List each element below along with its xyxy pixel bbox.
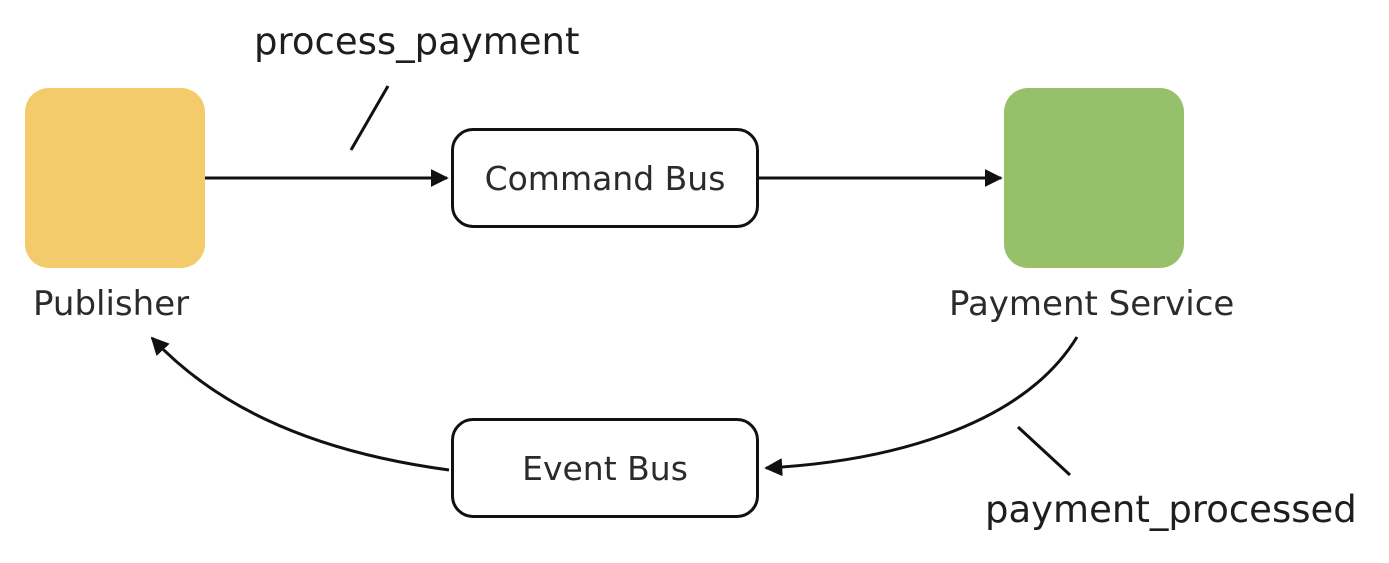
command-message-label: process_payment — [254, 20, 580, 63]
edge-payment-service-to-event-bus — [764, 336, 1079, 477]
event-bus-box: Event Bus — [451, 418, 759, 518]
payment-service-node — [1004, 88, 1184, 268]
publisher-node — [25, 88, 205, 268]
command-bus-box: Command Bus — [451, 128, 759, 228]
event-message-leader — [1016, 425, 1072, 477]
payment-service-label: Payment Service — [949, 284, 1235, 324]
event-message-label: payment_processed — [985, 488, 1357, 531]
command-message-leader — [349, 85, 390, 151]
edge-event-bus-to-publisher — [150, 336, 450, 472]
event-bus-label: Event Bus — [522, 448, 688, 488]
command-bus-label: Command Bus — [484, 158, 726, 198]
publisher-label: Publisher — [33, 284, 190, 324]
